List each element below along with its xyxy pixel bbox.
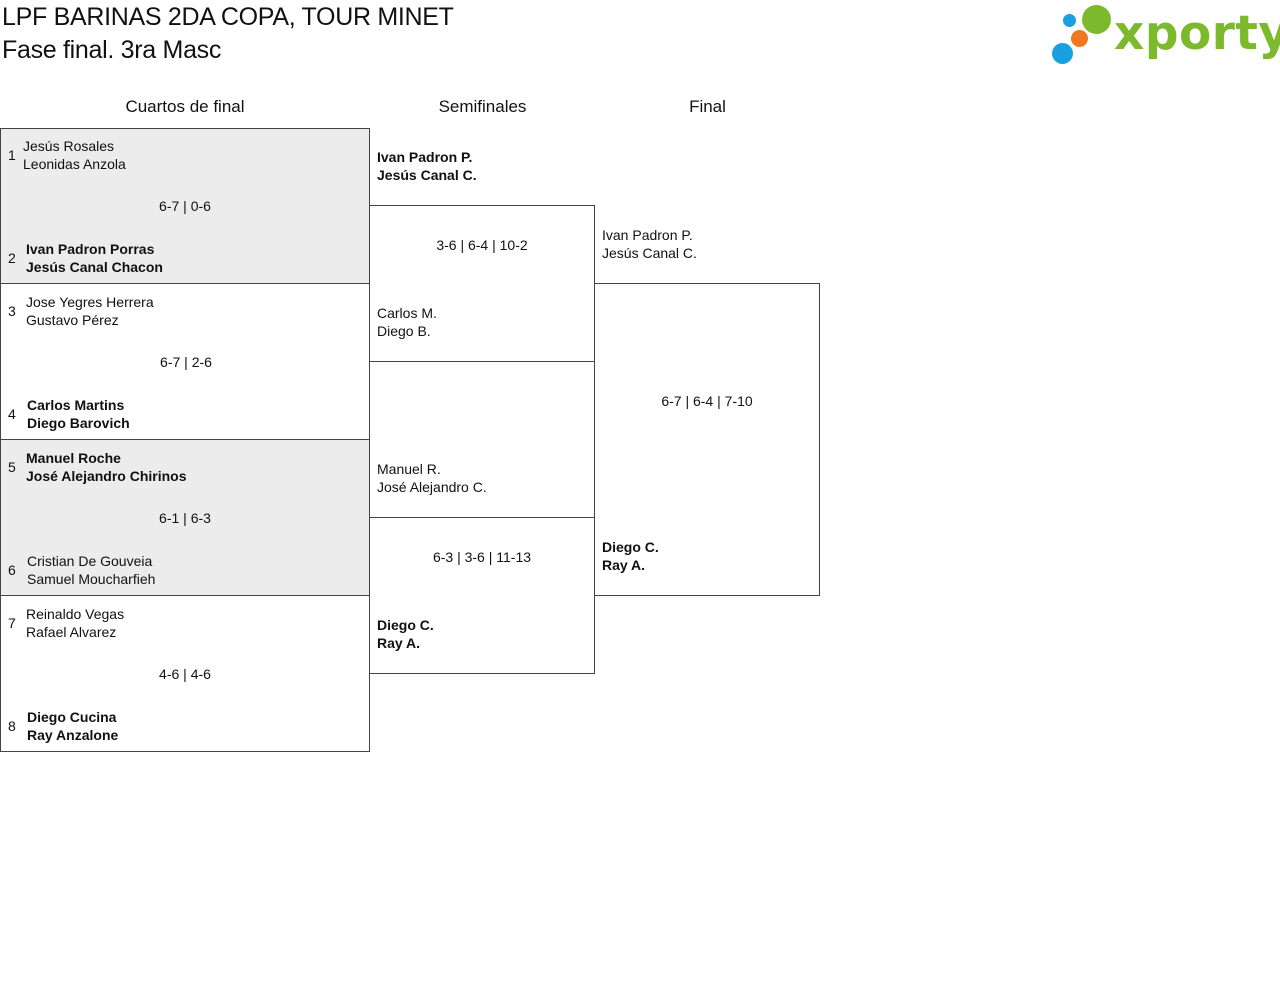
quarterfinal-match-1: 1 Jesús Rosales Leonidas Anzola 6-7 | 0-… — [0, 128, 370, 284]
match-score: 6-7 | 0-6 — [159, 198, 211, 214]
final-team-top[interactable]: Ivan Padron P. Jesús Canal C. — [602, 226, 697, 262]
player-name: Ray Anzalone — [27, 727, 119, 743]
final-match: 6-7 | 6-4 | 7-10 Diego C. Ray A. — [594, 283, 820, 596]
seed-number: 5 — [8, 459, 16, 475]
quarterfinal-match-2: 3 Jose Yegres Herrera Gustavo Pérez 6-7 … — [0, 283, 370, 440]
player-name: Diego C. — [602, 539, 659, 555]
semifinal-match-1: 3-6 | 6-4 | 10-2 Carlos M. Diego B. — [369, 205, 595, 362]
match-score: 6-1 | 6-3 — [159, 510, 211, 526]
player-name: Cristian De Gouveia — [27, 553, 153, 569]
team-top[interactable]: Jesús Rosales Leonidas Anzola — [23, 137, 126, 173]
player-name: Diego B. — [377, 323, 431, 339]
player-name: José Alejandro C. — [377, 479, 487, 495]
player-name: José Alejandro Chirinos — [26, 468, 187, 484]
logo-dot-blue-small — [1063, 14, 1076, 27]
seed-number: 2 — [8, 250, 16, 266]
team-top[interactable]: Jose Yegres Herrera Gustavo Pérez — [26, 293, 154, 329]
team-bottom-winner[interactable]: Carlos Martins Diego Barovich — [27, 396, 130, 432]
player-name: Samuel Moucharfieh — [27, 571, 156, 587]
team-top[interactable]: Reinaldo Vegas Rafael Alvarez — [26, 605, 124, 641]
team-bottom[interactable]: Cristian De Gouveia Samuel Moucharfieh — [27, 552, 155, 588]
logo-dot-orange — [1071, 30, 1088, 47]
quarterfinal-match-4: 7 Reinaldo Vegas Rafael Alvarez 4-6 | 4-… — [0, 595, 370, 752]
match-score: 6-7 | 2-6 — [160, 354, 212, 370]
team-bottom-winner[interactable]: Diego Cucina Ray Anzalone — [27, 708, 118, 744]
seed-number: 7 — [8, 615, 16, 631]
seed-number: 4 — [8, 406, 16, 422]
player-name: Jesús Canal C. — [377, 167, 477, 183]
player-name: Diego Barovich — [27, 415, 130, 431]
player-name: Manuel R. — [377, 461, 441, 477]
xporty-logo[interactable]: xporty — [1050, 4, 1280, 68]
match-score: 6-3 | 3-6 | 11-13 — [432, 549, 532, 565]
player-name: Jesús Canal Chacon — [26, 259, 163, 275]
player-name: Diego C. — [377, 617, 434, 633]
player-name: Reinaldo Vegas — [26, 606, 125, 622]
player-name: Diego Cucina — [27, 709, 117, 725]
player-name: Ivan Padron Porras — [26, 241, 155, 257]
semifinal-1-team-bottom[interactable]: Carlos M. Diego B. — [377, 304, 437, 340]
final-team-bottom-winner[interactable]: Diego C. Ray A. — [602, 538, 659, 574]
semifinal-1-team-top-winner[interactable]: Ivan Padron P. Jesús Canal C. — [377, 148, 477, 184]
player-name: Jesús Rosales — [23, 138, 115, 154]
team-bottom-winner[interactable]: Ivan Padron Porras Jesús Canal Chacon — [26, 240, 163, 276]
seed-number: 3 — [8, 303, 16, 319]
player-name: Ivan Padron P. — [602, 227, 693, 243]
round-header-quarterfinals: Cuartos de final — [125, 97, 245, 116]
player-name: Ray A. — [602, 557, 646, 573]
draw-subtitle: Fase final. 3ra Masc — [2, 36, 222, 64]
player-name: Ray A. — [377, 635, 421, 651]
player-name: Leonidas Anzola — [23, 156, 126, 172]
logo-dot-blue-large — [1052, 43, 1073, 64]
player-name: Rafael Alvarez — [26, 624, 117, 640]
seed-number: 8 — [8, 718, 16, 734]
tournament-title: LPF BARINAS 2DA COPA, TOUR MINET — [2, 3, 454, 31]
round-header-final: Final — [689, 97, 726, 116]
quarterfinal-match-3: 5 Manuel Roche José Alejandro Chirinos 6… — [0, 439, 370, 596]
player-name: Manuel Roche — [26, 450, 121, 466]
match-score: 6-7 | 6-4 | 7-10 — [661, 393, 753, 409]
logo-wordmark: xporty — [1114, 6, 1280, 61]
round-header-semifinals: Semifinales — [438, 97, 527, 116]
player-name: Ivan Padron P. — [377, 149, 473, 165]
player-name: Jose Yegres Herrera — [26, 294, 154, 310]
player-name: Jesús Canal C. — [602, 245, 697, 261]
logo-dot-green — [1082, 5, 1111, 34]
seed-number: 6 — [8, 562, 16, 578]
semifinal-2-team-top[interactable]: Manuel R. José Alejandro C. — [377, 460, 487, 496]
semifinal-2-team-bottom-winner[interactable]: Diego C. Ray A. — [377, 616, 434, 652]
match-score: 3-6 | 6-4 | 10-2 — [436, 237, 528, 253]
player-name: Carlos Martins — [27, 397, 125, 413]
semifinal-match-2: 6-3 | 3-6 | 11-13 Diego C. Ray A. — [369, 517, 595, 674]
player-name: Gustavo Pérez — [26, 312, 119, 328]
match-score: 4-6 | 4-6 — [159, 666, 211, 682]
team-top-winner[interactable]: Manuel Roche José Alejandro Chirinos — [26, 449, 187, 485]
player-name: Carlos M. — [377, 305, 437, 321]
seed-number: 1 — [8, 147, 16, 163]
